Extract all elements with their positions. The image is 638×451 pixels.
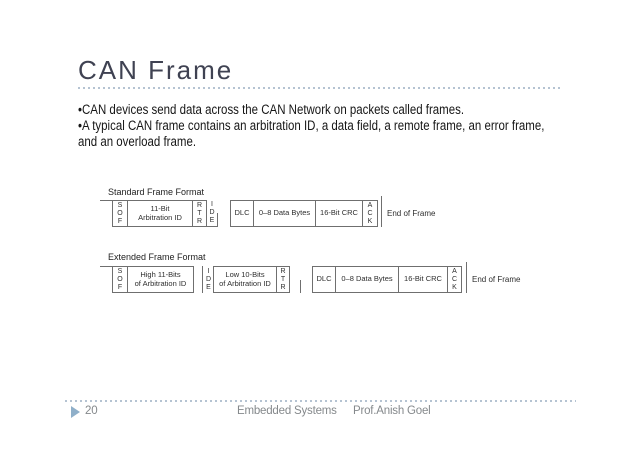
bullet-item: •A typical CAN frame contains an arbitra… xyxy=(78,117,545,149)
field-label: of Arbitration ID xyxy=(219,278,271,288)
field-label: Arbitration ID xyxy=(138,212,182,222)
field-letter: A xyxy=(367,201,373,209)
field-letter: E xyxy=(209,217,215,224)
field-letter: S xyxy=(117,267,123,275)
field-label: 0–8 Data Bytes xyxy=(341,274,393,284)
dlc-field: DLC xyxy=(230,200,254,227)
field-letter: E xyxy=(206,283,211,291)
field-label: 16-Bit CRC xyxy=(320,208,358,218)
field-label: DLC xyxy=(234,208,250,218)
frame-start-line xyxy=(100,266,113,267)
field-letter: I xyxy=(207,267,210,275)
field-letter: I xyxy=(211,201,213,208)
title-underline xyxy=(78,87,562,89)
crc-field: 16-Bit CRC xyxy=(315,200,363,227)
field-letter: K xyxy=(367,217,373,225)
field-letter: K xyxy=(452,283,457,291)
crc-field: 16-Bit CRC xyxy=(398,266,448,293)
reserved-bit-tick xyxy=(300,280,301,293)
field-label: High 11-Bits xyxy=(140,270,181,279)
field-letter: T xyxy=(280,275,286,283)
field-letter: O xyxy=(117,275,123,283)
field-label: 11-Bit xyxy=(150,204,170,213)
field-letter: A xyxy=(452,267,457,275)
field-label: DLC xyxy=(316,274,332,284)
end-of-frame-label: End of Frame xyxy=(472,275,521,284)
field-letter: R xyxy=(280,283,286,291)
data-bytes-field: 0–8 Data Bytes xyxy=(253,200,316,227)
page-title: CAN Frame xyxy=(78,55,234,85)
bullet-list: •CAN devices send data across the CAN Ne… xyxy=(78,102,554,149)
extended-frame-label: Extended Frame Format xyxy=(108,252,206,262)
field-letter: R xyxy=(196,201,203,209)
field-letter: F xyxy=(117,217,123,225)
field-label: 0–8 Data Bytes xyxy=(258,208,311,218)
frame-end-line xyxy=(466,262,467,293)
bullet-item: •CAN devices send data across the CAN Ne… xyxy=(78,102,465,117)
field-letter: D xyxy=(205,275,212,283)
frame-start-line xyxy=(100,200,113,201)
field-letter: T xyxy=(197,209,202,217)
field-letter: R xyxy=(196,217,203,225)
footer-divider xyxy=(65,400,576,402)
footer-course: Embedded Systems xyxy=(237,405,337,417)
field-letter: R xyxy=(280,267,286,275)
field-letter: O xyxy=(117,209,123,217)
field-label: Low 10-Bits xyxy=(225,270,265,279)
field-letter: C xyxy=(367,209,373,217)
data-bytes-field: 0–8 Data Bytes xyxy=(335,266,399,293)
field-letter: F xyxy=(117,283,123,291)
standard-frame-label: Standard Frame Format xyxy=(108,187,205,197)
frame-end-line xyxy=(381,196,382,227)
field-label: 16-Bit CRC xyxy=(404,274,442,284)
field-letter: D xyxy=(209,209,215,216)
field-label: of Arbitration ID xyxy=(134,278,187,288)
field-letter: C xyxy=(451,275,458,283)
end-of-frame-label: End of Frame xyxy=(387,209,436,218)
dlc-field: DLC xyxy=(312,266,336,293)
footer-author: Prof.Anish Goel xyxy=(353,405,431,417)
field-letter: S xyxy=(117,201,123,209)
field-edge-tick xyxy=(217,213,218,226)
footer-arrow-icon xyxy=(71,406,80,418)
page-number: 20 xyxy=(85,405,98,417)
